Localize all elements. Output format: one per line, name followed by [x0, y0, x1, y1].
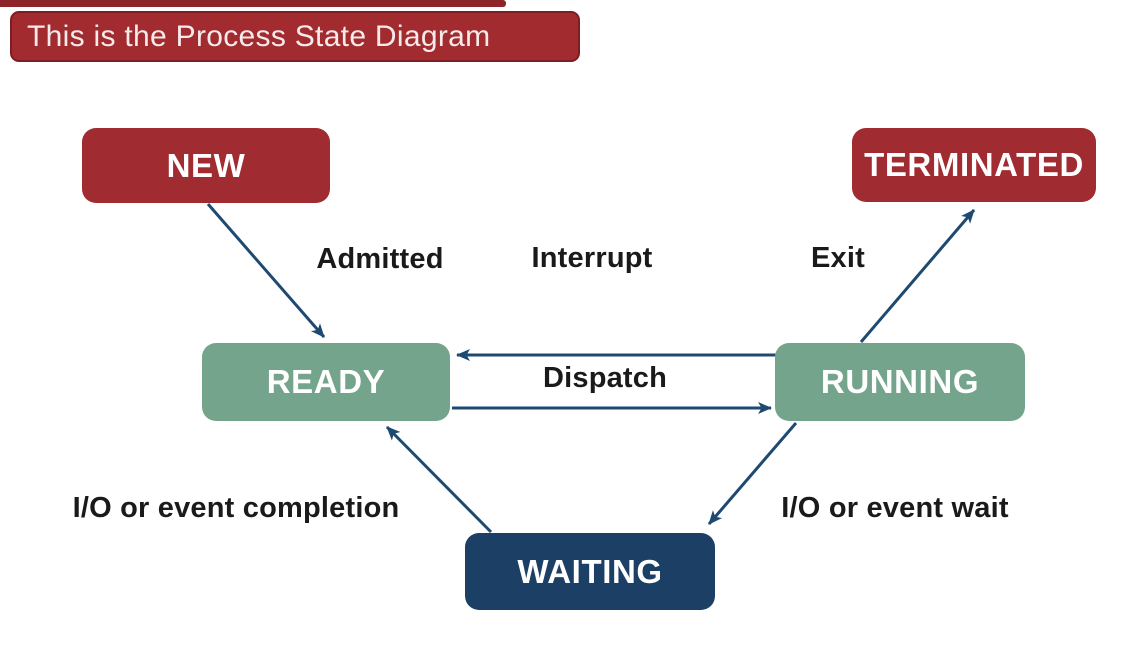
edge-label-io-or-event-wait: I/O or event wait: [781, 492, 1009, 524]
edge-exit-running-to-terminated: [859, 209, 976, 343]
edge-label-io-or-event-completion: I/O or event completion: [72, 492, 400, 524]
edge-admitted-new-to-ready: [206, 203, 326, 338]
diagram-title-banner: This is the Process State Diagram: [10, 11, 580, 62]
edge-io-completion-waiting-to-ready: [385, 425, 493, 534]
state-node-ready: READY: [202, 343, 450, 421]
edge-label-admitted: Admitted: [316, 243, 444, 275]
state-node-running: RUNNING: [775, 343, 1025, 421]
top-red-strip: [0, 0, 506, 7]
state-node-terminated: TERMINATED: [852, 128, 1096, 202]
state-node-new: NEW: [82, 128, 330, 203]
edge-label-exit: Exit: [811, 242, 865, 274]
state-node-waiting: WAITING: [465, 533, 715, 610]
edge-label-interrupt: Interrupt: [531, 242, 653, 274]
edge-label-dispatch: Dispatch: [542, 362, 668, 394]
